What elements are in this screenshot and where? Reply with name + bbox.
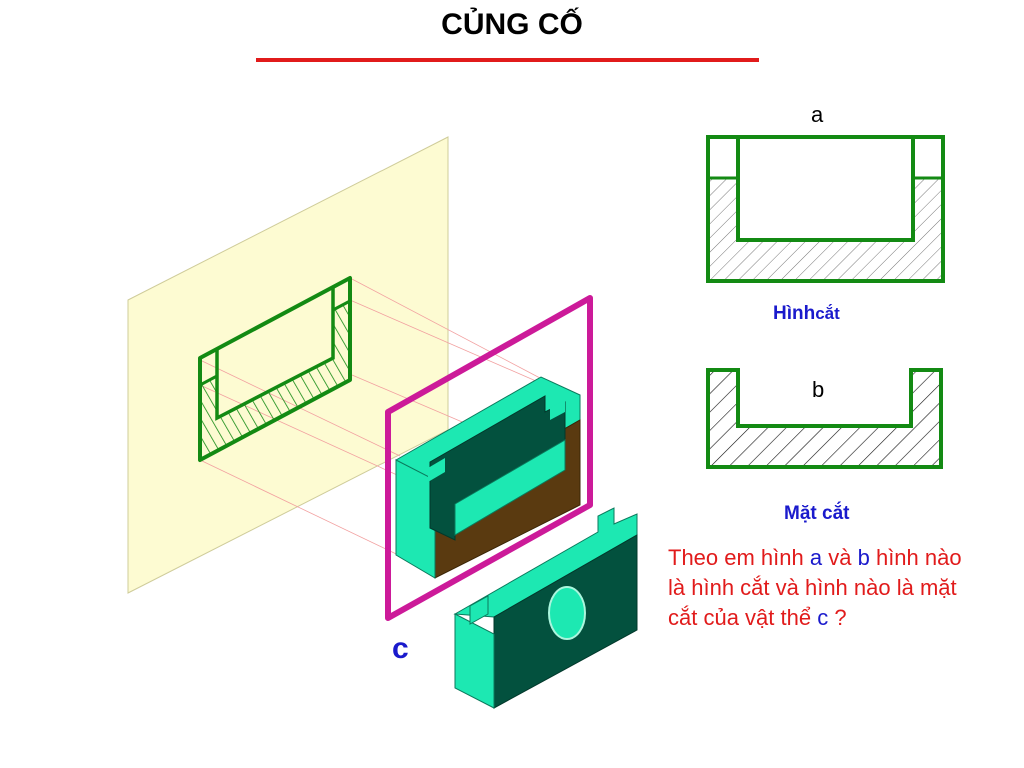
figure-a-caption-part2: cắt [815, 304, 840, 323]
object-label: c [392, 632, 409, 665]
question-ref-b: b [857, 545, 870, 570]
projected-section [198, 276, 352, 462]
figure-a-caption: Hìnhcắt [773, 303, 840, 325]
figure-b-cut-section [706, 368, 943, 469]
figure-a-caption-part1: Hình [773, 303, 816, 324]
cutting-plane [385, 295, 593, 621]
question-part: và [822, 545, 858, 570]
question-text: Theo em hình a và b hình nào là hình cắt… [668, 543, 968, 633]
figure-b-caption: Mặt cắt [784, 503, 850, 524]
question-part: hình nào là hình cắt và hình nào là mặt … [668, 545, 962, 630]
object-front-half [395, 376, 581, 579]
page-title: CỦNG CỐ [441, 8, 583, 41]
object-back-half [453, 507, 638, 709]
question-part: ? [828, 605, 847, 630]
object-hole [548, 586, 586, 640]
question-ref-a: a [809, 545, 823, 570]
figure-a-section-view [706, 135, 945, 283]
projected-outline [198, 276, 352, 462]
question-ref-c: c [817, 605, 829, 630]
figure-b-label: b [812, 377, 825, 402]
question-part: Theo em hình [668, 545, 810, 570]
title-underline [256, 58, 759, 62]
figure-a-label: a [811, 102, 824, 127]
